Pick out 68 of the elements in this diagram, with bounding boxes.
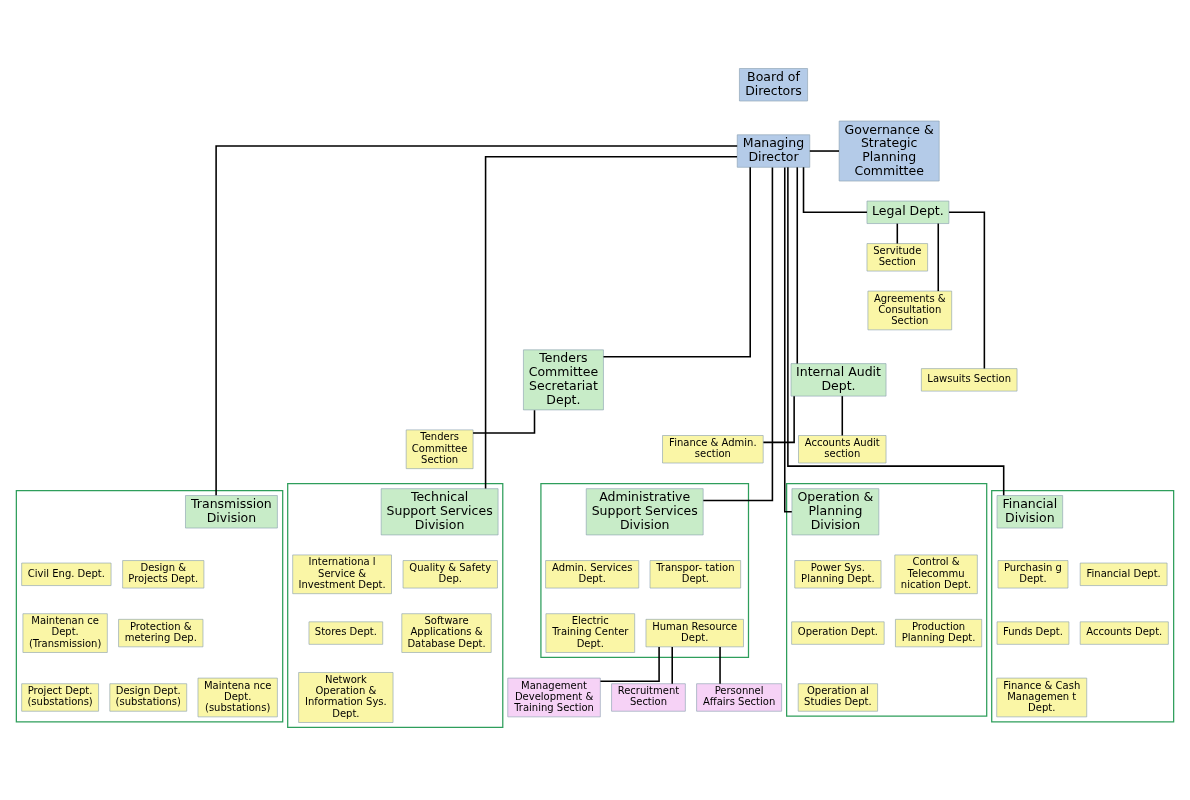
connector	[796, 166, 799, 364]
node-box: Lawsuits Section	[921, 367, 1018, 391]
connector	[937, 222, 940, 292]
connector	[802, 166, 868, 213]
node-box: Financial Dept.	[1079, 562, 1168, 586]
node-box: Legal Dept.	[866, 200, 950, 224]
node-box: Electric Training Center Dept.	[545, 612, 635, 653]
node-box: Purchasin g Dept.	[997, 559, 1069, 588]
node-box: Financial Division	[996, 494, 1063, 528]
node-box: Agreements & Consultation Section	[867, 290, 952, 330]
node-box: Finance & Admin. section	[662, 434, 764, 463]
node-box: Operation & Planning Division	[791, 487, 880, 535]
connector	[896, 222, 899, 244]
node-box: Administrative Support Services Division	[585, 487, 704, 535]
node-box: Transmission Division	[185, 494, 278, 528]
node-box: Board of Directors	[739, 67, 808, 101]
node-box: Protection & metering Dep.	[118, 618, 204, 647]
cluster	[540, 482, 750, 658]
node-box: Servitude Section	[866, 242, 928, 271]
node-box: Design & Projects Dept.	[122, 559, 205, 588]
connector	[809, 149, 840, 152]
connector	[784, 166, 793, 513]
node-box: Power Sys. Planning Dept.	[794, 559, 882, 588]
node-box: Software Applications & Database Dept.	[401, 612, 492, 653]
node-box: Management Development & Training Section	[507, 677, 601, 717]
node-box: Quality & Safety Dep.	[402, 559, 498, 588]
node-box: Project Dept. (substations)	[21, 682, 99, 712]
node-box: Stores Dept.	[308, 621, 384, 645]
cluster	[15, 489, 284, 722]
node-box: Human Resource Dept.	[645, 618, 744, 647]
connector	[602, 166, 751, 357]
connector	[599, 645, 660, 682]
node-box: Maintena nce Dept. (substations)	[197, 677, 278, 717]
node-box: Tenders Committee Secretariat Dept.	[523, 349, 604, 410]
node-box: Governance & Strategic Planning Committee	[838, 120, 940, 181]
connector	[484, 155, 738, 489]
node-box: Design Dept. (substations)	[109, 682, 188, 712]
node-box: Recruitment Section	[611, 682, 686, 712]
node-box: Accounts Dept.	[1079, 621, 1169, 645]
node-box: Operation Dept.	[791, 621, 885, 645]
connector	[841, 394, 844, 436]
connector	[948, 211, 986, 369]
connector	[671, 645, 673, 684]
node-box: Internationa l Service & Investment Dept.	[292, 554, 392, 594]
node-box: Civil Eng. Dept.	[21, 562, 112, 586]
node-box: Internal Audit Dept.	[790, 362, 887, 396]
node-box: Managing Director	[736, 133, 811, 168]
node-box: Funds Dept.	[996, 621, 1070, 645]
connector	[719, 645, 721, 684]
node-box: Production Planning Dept.	[895, 618, 983, 647]
connector	[762, 394, 795, 443]
connector	[215, 144, 738, 496]
node-box: Tenders Committee Section	[405, 429, 474, 469]
cluster	[786, 482, 988, 717]
connector	[472, 408, 536, 434]
connector	[702, 166, 774, 501]
node-box: Maintenan ce Dept. (Transmission)	[22, 612, 108, 653]
node-box: Transpor- tation Dept.	[649, 559, 741, 588]
node-box: Network Operation & Information Sys. Dept.	[298, 671, 394, 723]
cluster	[991, 489, 1175, 722]
node-box: Operation al Studies Dept.	[797, 682, 878, 712]
node-box: Control & Telecommu nication Dept.	[894, 554, 978, 594]
cluster	[287, 482, 504, 728]
node-box: Accounts Audit section	[798, 434, 887, 463]
node-box: Admin. Services Dept.	[545, 559, 640, 588]
node-box: Personnel Affairs Section	[696, 682, 782, 712]
node-box: Finance & Cash Managemen t Dept.	[996, 677, 1088, 717]
node-box: Technical Support Services Division	[380, 487, 499, 535]
